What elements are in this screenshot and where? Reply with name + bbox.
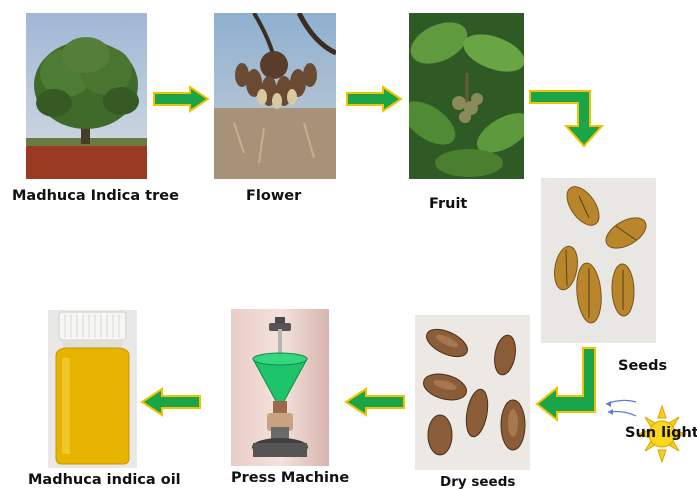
- dry-seeds-image: [415, 315, 530, 470]
- oil-label: Madhuca indica oil: [28, 472, 181, 488]
- seeds-image: [541, 178, 656, 343]
- madhuca-oil-image: [48, 310, 137, 468]
- madhuca-tree-image: [26, 13, 147, 179]
- flower-image: [214, 13, 336, 179]
- tree-label: Madhuca Indica tree: [12, 188, 179, 204]
- arrow-flower-to-fruit: [345, 85, 403, 113]
- fruit-image: [409, 13, 524, 179]
- sun-rays: [602, 396, 638, 422]
- flower-label: Flower: [246, 188, 301, 204]
- arrow-press-to-oil: [140, 387, 202, 417]
- seeds-label: Seeds: [618, 358, 667, 374]
- arrow-dry-seeds-to-press: [344, 387, 406, 417]
- arrow-fruit-to-seeds: [528, 88, 608, 150]
- fruit-label: Fruit: [429, 196, 467, 212]
- arrow-seeds-to-dry-seeds: [535, 346, 601, 422]
- press-machine-image: [231, 309, 329, 466]
- press-machine-label: Press Machine: [231, 470, 349, 486]
- sun-light-label: Sun light: [625, 425, 697, 441]
- arrow-tree-to-flower: [152, 85, 210, 113]
